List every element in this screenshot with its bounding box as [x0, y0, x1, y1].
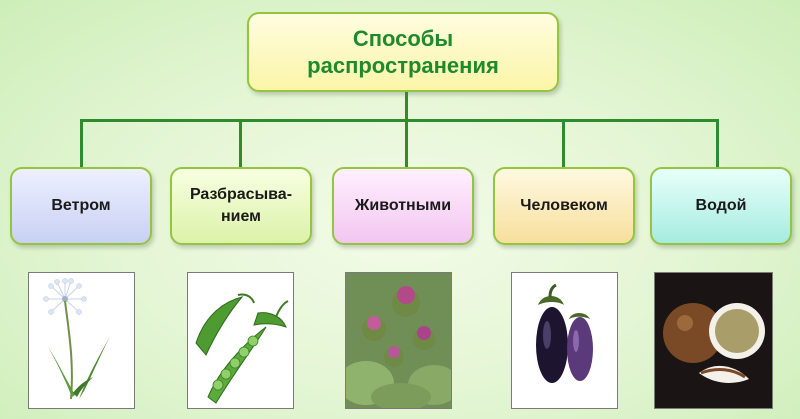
title-line-2: распространения	[307, 53, 499, 78]
connector-drop-animal	[405, 119, 408, 167]
category-wind-label: Ветром	[51, 197, 111, 214]
connector-drop-scatter	[239, 119, 242, 167]
category-wind: Ветром	[10, 167, 152, 245]
category-human-label: Человеком	[520, 197, 608, 214]
category-water-label: Водой	[695, 197, 747, 214]
coconut-image	[654, 272, 773, 409]
category-scattering-label-2: нием	[220, 208, 262, 225]
dandelion-image	[28, 272, 135, 409]
connector-drop-wind	[80, 119, 83, 167]
diagram-title-box: Способы распространения	[247, 12, 559, 92]
title-line-1: Способы	[352, 26, 454, 51]
category-scattering-label-1: Разбрасыва-	[189, 186, 293, 203]
category-water: Водой	[650, 167, 792, 245]
category-human: Человеком	[493, 167, 635, 245]
category-scattering: Разбрасыва- нием	[170, 167, 312, 245]
connector-drop-water	[716, 119, 719, 167]
connector-trunk	[405, 92, 408, 121]
connector-bar	[80, 119, 719, 122]
pea-pods-image	[187, 272, 294, 409]
connector-drop-human	[562, 119, 565, 167]
burdock-image	[345, 272, 452, 409]
category-animals-label: Животными	[354, 197, 452, 214]
category-animals: Животными	[332, 167, 474, 245]
eggplant-image	[511, 272, 618, 409]
